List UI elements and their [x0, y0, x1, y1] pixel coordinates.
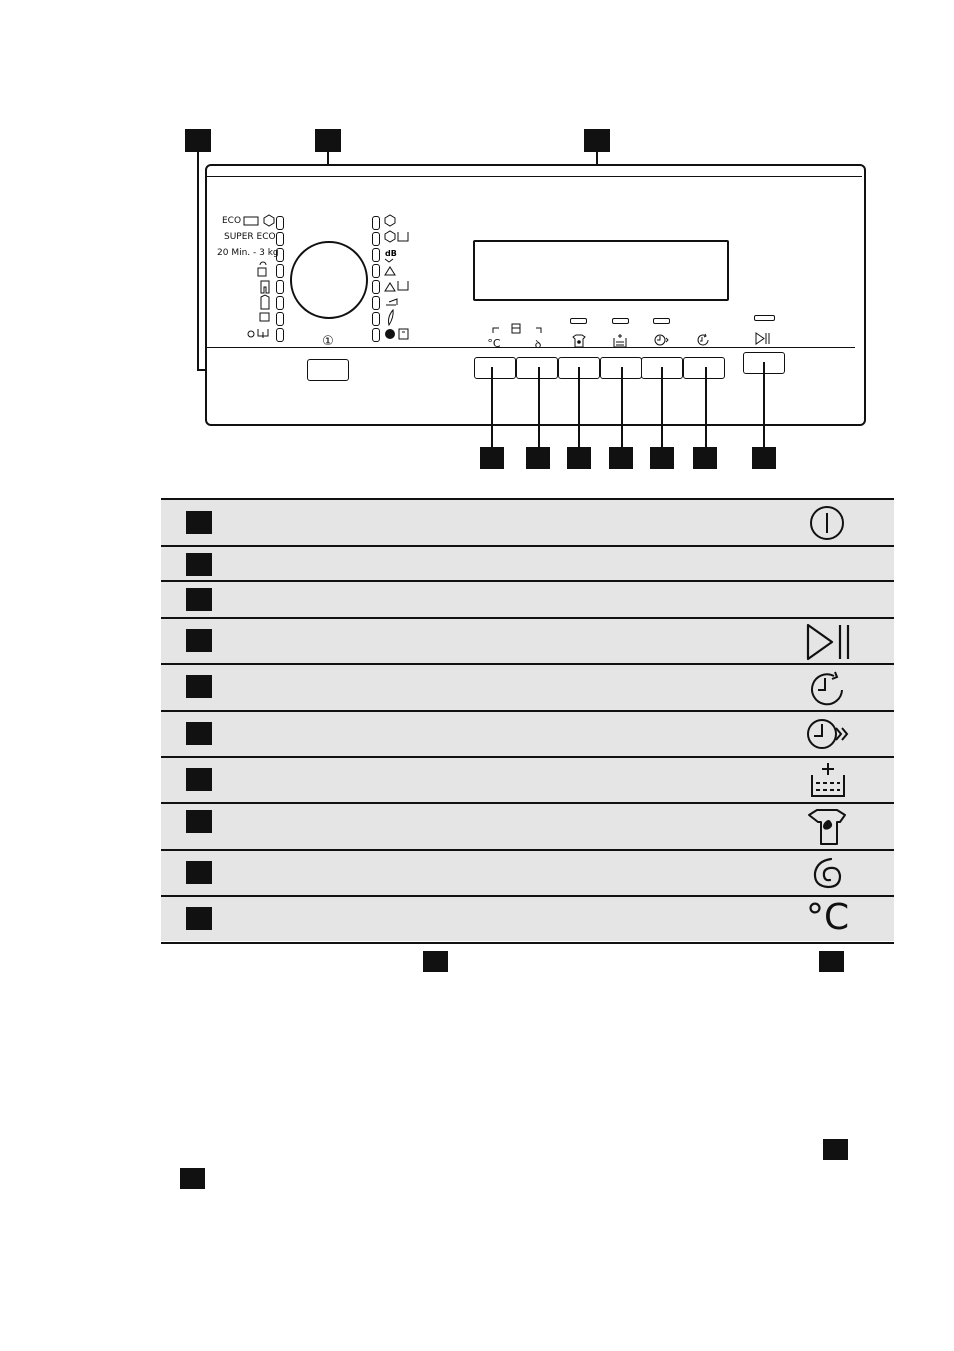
- stain-led: [570, 318, 587, 324]
- on-off-button[interactable]: [307, 359, 349, 381]
- row-number-box: [186, 722, 212, 745]
- leader-line-timesave: [661, 367, 663, 448]
- program-label-eco: ECO: [222, 216, 241, 226]
- program-indicator: [276, 264, 284, 278]
- temperature-symbol: °C: [484, 337, 504, 350]
- extra-rinse-icon: [613, 333, 627, 348]
- program-indicator: [276, 216, 284, 230]
- program-indicator: [372, 280, 380, 294]
- callout-box-timesave: [650, 447, 674, 469]
- callout-box-2: [315, 129, 341, 152]
- svg-text:dB: dB: [385, 249, 397, 258]
- time-save-icon: [806, 716, 852, 752]
- table-row: [161, 756, 894, 802]
- row-number-box: [186, 511, 212, 534]
- program-icons-right: dB: [383, 213, 415, 343]
- callout-box-3: [584, 129, 610, 152]
- row-number-box: [186, 675, 212, 698]
- callout-box-temp: [480, 447, 504, 469]
- callout-box-rinse: [609, 447, 633, 469]
- table-row: [161, 802, 894, 849]
- table-row: [161, 545, 894, 580]
- time-save-icon: [654, 333, 670, 347]
- delay-start-icon: [696, 333, 710, 347]
- table-row: °C: [161, 895, 894, 941]
- program-indicator: [276, 248, 284, 262]
- callout-box-1: [185, 129, 211, 152]
- power-symbol: ①: [319, 334, 337, 349]
- program-indicator: [372, 264, 380, 278]
- program-indicator: [276, 328, 284, 342]
- rinse-led: [612, 318, 629, 324]
- row-number-box: [186, 768, 212, 791]
- program-indicator: [276, 232, 284, 246]
- table-row: [161, 580, 894, 617]
- row-number-box: [186, 861, 212, 884]
- program-indicator: [372, 312, 380, 326]
- callout-box-stain: [567, 447, 591, 469]
- leader-line-delay: [705, 367, 707, 448]
- program-indicator: [372, 328, 380, 342]
- callout-box-delay: [693, 447, 717, 469]
- row-number-box: [186, 553, 212, 576]
- table-row: [161, 617, 894, 663]
- footer-ref-box: [823, 1139, 848, 1160]
- callout-box-spin: [526, 447, 550, 469]
- row-number-box: [186, 629, 212, 652]
- start-led: [754, 315, 775, 321]
- row-number-box: [186, 810, 212, 833]
- leader-line-rinse: [621, 367, 623, 448]
- table-row: [161, 663, 894, 710]
- stain-icon: [806, 808, 848, 846]
- leader-line-stain: [578, 367, 580, 448]
- panel-top-edge: [207, 166, 862, 177]
- leader-line-1: [197, 152, 199, 370]
- program-selector-dial[interactable]: [290, 241, 368, 319]
- stain-icon: [572, 334, 586, 348]
- program-icons-left: [240, 213, 280, 343]
- program-indicator: [372, 232, 380, 246]
- footer-ref-box: [180, 1168, 205, 1189]
- leader-line-spin: [538, 367, 540, 448]
- table-bottom-rule: [161, 942, 894, 944]
- leader-line-start: [763, 362, 765, 448]
- power-icon: [809, 505, 845, 541]
- delay-start-button[interactable]: [683, 357, 725, 379]
- extra-rinse-icon: [809, 761, 847, 799]
- start-pause-icon: [806, 623, 852, 661]
- time-save-led: [653, 318, 670, 324]
- program-indicator: [276, 280, 284, 294]
- program-indicator: [276, 312, 284, 326]
- spin-icon: [811, 856, 845, 890]
- callout-box-start: [752, 447, 776, 469]
- leader-line-temp: [491, 367, 493, 448]
- delay-start-icon: [808, 670, 848, 706]
- row-number-box: [186, 588, 212, 611]
- spin-button[interactable]: [516, 357, 558, 379]
- footer-ref-box: [423, 951, 448, 972]
- temperature-icon: °C: [806, 898, 849, 938]
- table-row: [161, 498, 894, 545]
- start-pause-icon-panel: [755, 332, 771, 345]
- row-number-box: [186, 907, 212, 930]
- program-indicator: [276, 296, 284, 310]
- spin-symbol: ꝺ: [528, 337, 548, 352]
- temperature-button[interactable]: [474, 357, 516, 379]
- temp-spin-bracket: [492, 323, 542, 337]
- program-indicator: [372, 248, 380, 262]
- footer-ref-box: [819, 951, 844, 972]
- table-row: [161, 710, 894, 756]
- display: [473, 240, 729, 301]
- program-indicator: [372, 296, 380, 310]
- program-indicator: [372, 216, 380, 230]
- table-row: [161, 849, 894, 895]
